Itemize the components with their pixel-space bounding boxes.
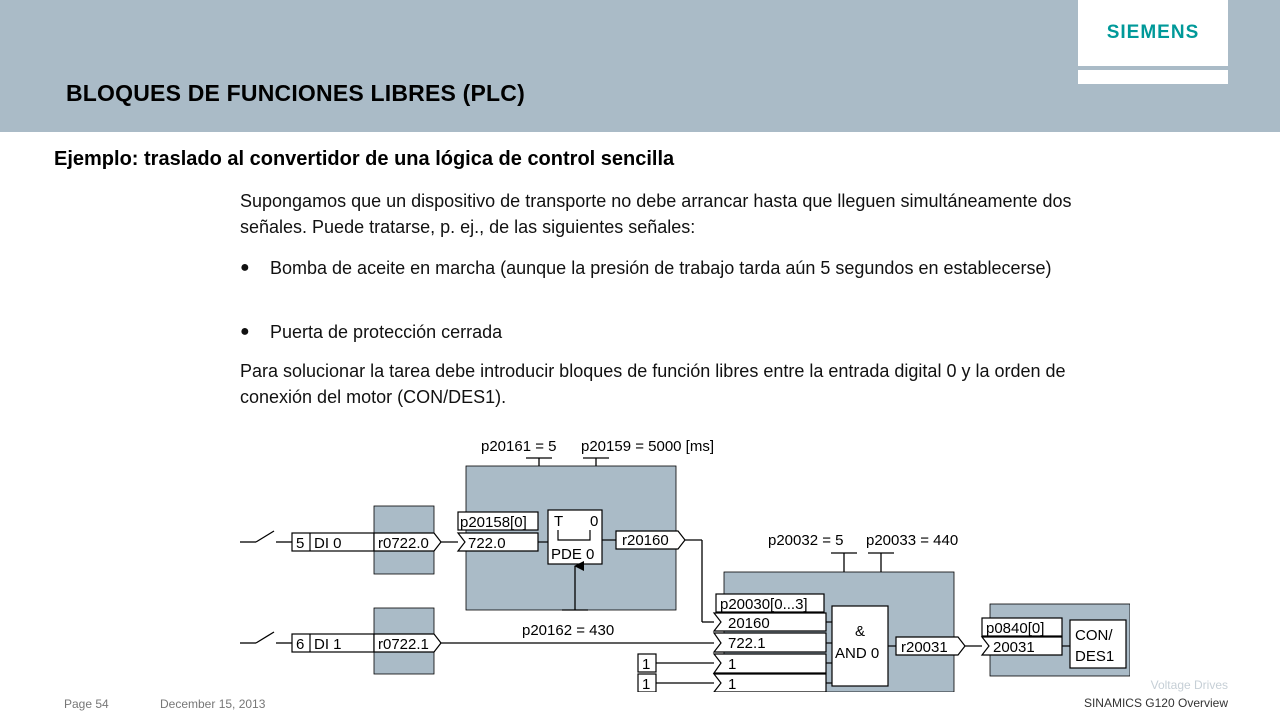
logo-text: SIEMENS [1106,22,1200,43]
timer-label-t: T [554,513,563,530]
logo-underline [1078,70,1228,84]
and-symbol: & [855,623,865,640]
logic-diagram: p20161 = 5 p20159 = 5000 [ms] 5 DI 0 r07… [240,438,1130,692]
conclusion-paragraph: Para solucionar la tarea debe introducir… [240,361,1066,407]
di1-label: DI 1 [314,636,342,653]
timer-param-p20161: p20161 = 5 [481,438,557,455]
and-input: 1 [728,656,736,673]
footer-product: SINAMICS G120 Overview [1083,696,1228,710]
const-input: 1 [642,656,650,673]
bullet-dot-icon: ● [240,259,250,276]
section-subtitle: Ejemplo: traslado al convertidor de una … [54,148,675,170]
timer-label-zero: 0 [590,513,598,530]
intro-paragraph: Supongamos que un dispositivo de transpo… [240,191,1072,237]
timer-label-pde: PDE 0 [551,546,594,563]
timer-output: r20160 [622,532,669,549]
timer-param-p20159: p20159 = 5000 [ms] [581,438,714,455]
page-title: BLOQUES DE FUNCIONES LIBRES (PLC) [66,80,525,106]
and-output: r20031 [901,639,948,656]
timer-input-value: 722.0 [468,535,506,552]
cmd-param: p0840[0] [986,620,1044,637]
and-param-p20032: p20032 = 5 [768,532,844,549]
footer-division: Voltage Drives [1150,678,1228,692]
di0-label: DI 0 [314,535,342,552]
and-input: 1 [728,676,736,692]
cmd-label-des1: DES1 [1075,648,1114,665]
di1-number: 6 [296,636,304,653]
timer-bottom-param: p20162 = 430 [522,622,614,639]
di0-number: 5 [296,535,304,552]
timer-input-param: p20158[0] [460,514,527,531]
siemens-logo: SIEMENS [1078,0,1228,66]
footer-date: December 15, 2013 [160,697,266,711]
bullet-text: Puerta de protección cerrada [270,322,503,342]
and-param-p20033: p20033 = 440 [866,532,958,549]
cmd-value: 20031 [993,639,1035,656]
const-input: 1 [642,676,650,692]
footer-page: Page 54 [64,697,109,711]
header-bar [0,0,1280,132]
and-input-param: p20030[0...3] [720,596,808,613]
and-input: 20160 [728,615,770,632]
di1-param: r0722.1 [378,636,429,653]
bullet-text: Bomba de aceite en marcha (aunque la pre… [270,258,1052,278]
di0-param: r0722.0 [378,535,429,552]
cmd-label-con: CON/ [1075,627,1113,644]
and-label: AND 0 [835,645,879,662]
and-input: 722.1 [728,635,766,652]
bullet-dot-icon: ● [240,323,250,340]
